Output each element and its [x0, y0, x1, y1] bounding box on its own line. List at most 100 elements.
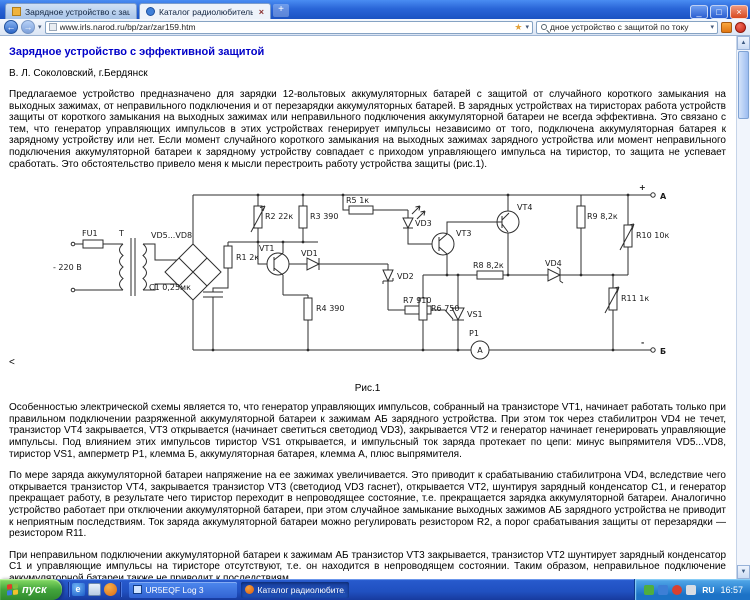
capacitor-c1	[202, 291, 223, 351]
paragraph-wrong-connection: При неправильном подключении аккумулятор…	[9, 549, 726, 579]
minimize-button[interactable]: _	[690, 5, 708, 19]
search-input[interactable]	[550, 21, 711, 33]
junction-dots	[211, 193, 629, 352]
vertical-scrollbar[interactable]: ▲ ▼	[736, 36, 750, 579]
url-input[interactable]	[59, 21, 512, 33]
taskbar-clock[interactable]: 16:57	[720, 584, 743, 595]
page-author: В. Л. Соколовский, г.Бердянск	[9, 68, 148, 79]
resistor-r10	[619, 195, 634, 276]
close-button[interactable]: ×	[730, 5, 748, 19]
ammeter-p1	[470, 340, 489, 360]
label-r5: R5 1к	[346, 196, 369, 205]
paragraph-intro: Предлагаемое устройство предназначено дл…	[9, 89, 726, 170]
scrollbar-thumb[interactable]	[738, 51, 749, 119]
tab-bar: Зарядное устройство с защ... Каталог рад…	[2, 3, 690, 19]
search-bar[interactable]: ▾	[536, 20, 718, 34]
start-button[interactable]: пуск	[0, 579, 62, 600]
label-r7: R7 910	[403, 296, 431, 305]
url-dropdown-icon[interactable]: ▾	[525, 24, 529, 31]
task-button-browser[interactable]: Каталог радиолюбите...	[240, 581, 349, 598]
update-tray-icon[interactable]	[672, 584, 683, 595]
label-r2: R2 22к	[265, 212, 293, 221]
show-desktop-icon[interactable]	[87, 583, 101, 596]
figure-caption: Рис.1	[354, 383, 381, 395]
media-player-icon[interactable]	[103, 583, 117, 596]
quick-launch-divider-2	[119, 582, 121, 597]
resistor-r6	[418, 275, 427, 351]
internet-explorer-icon[interactable]: e	[71, 583, 85, 596]
antivirus-tray-icon[interactable]	[644, 584, 655, 595]
task-button-log[interactable]: UR5EQF Log 3	[128, 581, 237, 598]
label-fu1: FU1	[82, 229, 98, 238]
label-c1: С1 0,25мк	[149, 283, 191, 292]
resistor-r2	[250, 195, 265, 243]
address-bar[interactable]: ★ ▾	[44, 20, 533, 34]
resistor-r11	[604, 275, 619, 351]
diode-vd1	[288, 257, 388, 271]
scroll-up-icon[interactable]: ▲	[737, 36, 750, 50]
transistor-vt3	[431, 221, 497, 276]
terminal-a	[649, 192, 656, 198]
transistor-vt4	[496, 195, 519, 276]
tab2-favicon-icon	[146, 7, 155, 16]
label-vt3: VT3	[456, 229, 471, 238]
browser-content: Зарядное устройство с эффективной защито…	[0, 36, 750, 579]
label-r1: R1 2к	[236, 253, 259, 262]
label-t: T	[118, 229, 124, 238]
forward-button[interactable]: →	[21, 20, 35, 34]
tab2-title: Каталог радиолюбительск...	[159, 6, 253, 17]
label-r8: R8 8,2к	[473, 261, 504, 270]
search-engine-dropdown-icon[interactable]: ▾	[710, 24, 714, 31]
label-r10: R10 10к	[636, 231, 669, 240]
page-title[interactable]: Зарядное устройство с эффективной защито…	[9, 46, 265, 58]
tab1-favicon-icon	[12, 7, 21, 16]
maximize-button[interactable]: □	[710, 5, 728, 19]
tab1-title: Зарядное устройство с защ...	[25, 6, 130, 17]
label-r4: R4 390	[316, 304, 344, 313]
language-indicator[interactable]: RU	[702, 584, 715, 595]
browser-tab-2[interactable]: Каталог радиолюбительск... ×	[139, 3, 271, 19]
label-r11: R11 1к	[621, 294, 649, 303]
site-favicon-icon	[48, 23, 57, 31]
new-tab-button[interactable]: +	[273, 4, 289, 17]
circuit-schematic: - 220 В FU1 T VD5...VD8 R2 22к R3 390 R5…	[53, 183, 669, 360]
prev-link[interactable]: <	[9, 357, 15, 369]
terminal-b	[649, 347, 656, 353]
resistor-r7	[404, 305, 453, 320]
volume-tray-icon[interactable]	[686, 584, 697, 595]
label-vd2: VD2	[397, 272, 414, 281]
label-ammeter: А	[477, 346, 483, 355]
label-input: - 220 В	[53, 263, 82, 272]
label-term-a: А	[660, 192, 667, 201]
scroll-down-icon[interactable]: ▼	[737, 565, 750, 579]
search-icon	[541, 24, 547, 30]
zener-vd2	[381, 264, 405, 311]
label-plus: +	[639, 183, 646, 192]
history-dropdown-icon[interactable]: ▾	[38, 24, 42, 31]
window-controls: _ □ ×	[690, 3, 748, 19]
resistor-r8	[476, 270, 503, 280]
mains-input	[70, 239, 123, 293]
thyristor-vs1	[450, 275, 465, 351]
network-tray-icon[interactable]	[658, 584, 669, 595]
label-r3: R3 390	[310, 212, 338, 221]
rss-feed-icon[interactable]	[721, 21, 732, 33]
bookmark-star-icon[interactable]: ★	[514, 21, 523, 32]
quick-launch: e	[62, 582, 127, 597]
log-app-icon	[132, 585, 142, 594]
tab-close-icon[interactable]: ×	[258, 6, 264, 17]
resistor-r5	[342, 195, 408, 215]
bridge-rectifier	[163, 195, 222, 351]
back-button[interactable]: ←	[4, 20, 18, 34]
transformer	[118, 238, 177, 297]
label-vd1: VD1	[301, 249, 318, 258]
browser-tab-1[interactable]: Зарядное устройство с защ...	[5, 3, 137, 19]
system-tray: RU 16:57	[634, 579, 750, 600]
browser-app-icon	[244, 585, 254, 594]
zener-vd4	[547, 266, 563, 284]
start-label: пуск	[22, 583, 47, 596]
extension-icon[interactable]	[735, 21, 746, 33]
label-vd3: VD3	[415, 219, 432, 228]
quick-launch-divider	[67, 582, 69, 597]
label-r6: R6 750	[431, 304, 459, 313]
